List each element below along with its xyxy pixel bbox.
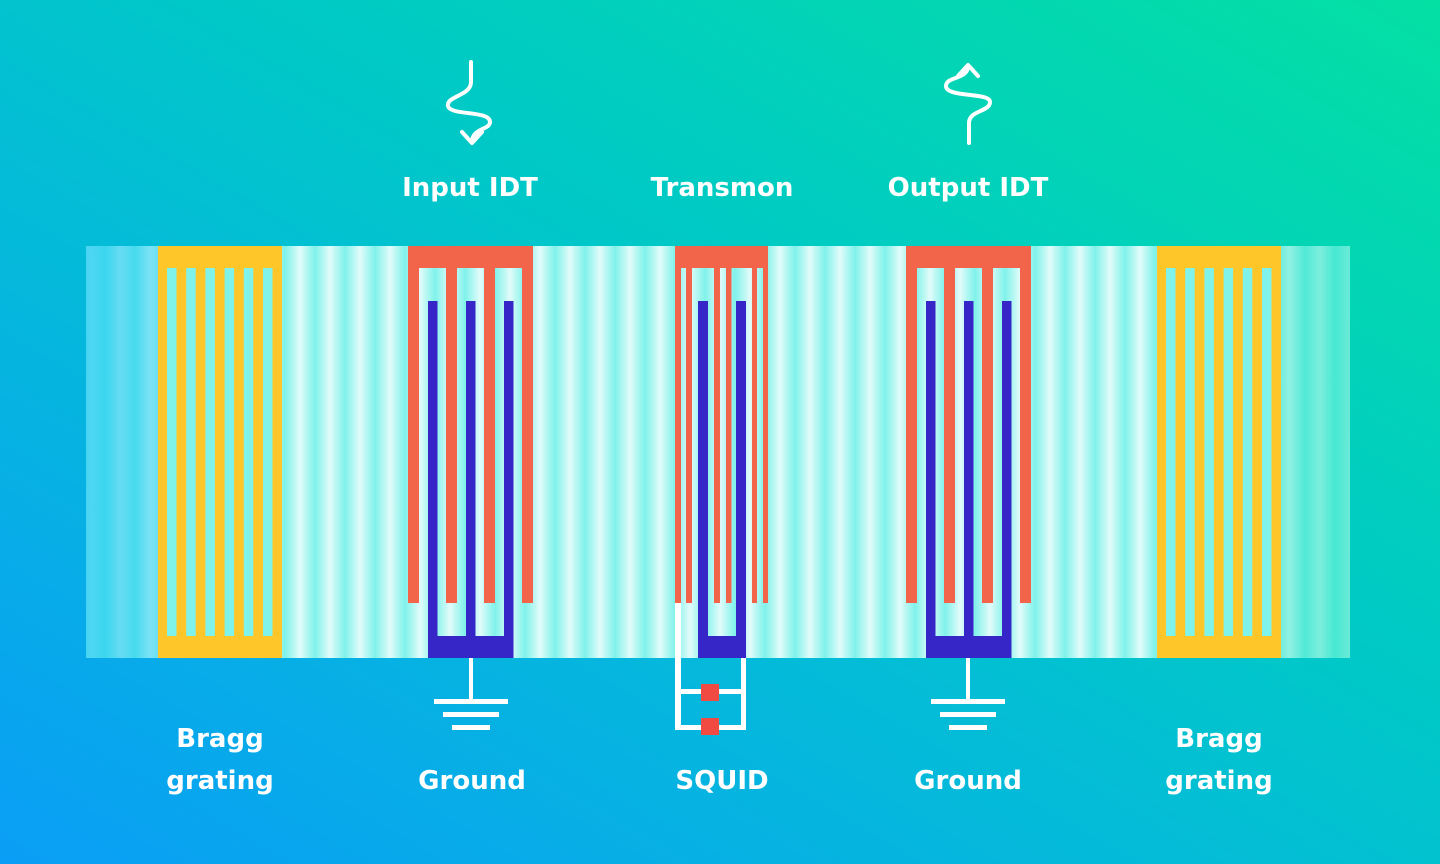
top-finger xyxy=(522,246,533,603)
bragg-grating-right xyxy=(1157,246,1281,658)
squid-label: SQUID xyxy=(675,766,769,796)
bottom-bus-bar xyxy=(926,636,1012,658)
bragg-slot xyxy=(167,268,177,636)
output-idt-label: Output IDT xyxy=(887,173,1049,203)
bragg-slot xyxy=(205,268,215,636)
bragg-slot xyxy=(1262,268,1272,636)
wavy-arrow-up-icon xyxy=(944,63,992,145)
bragg-slot xyxy=(1166,268,1176,636)
bottom-finger xyxy=(466,301,476,658)
top-finger xyxy=(763,246,768,603)
bottom-pad xyxy=(698,636,746,658)
ground-right-label: Ground xyxy=(914,766,1022,796)
bragg-frame xyxy=(1157,246,1281,658)
top-finger xyxy=(726,246,732,603)
top-pad xyxy=(675,246,768,268)
bottom-finger xyxy=(504,301,514,658)
top-finger xyxy=(484,246,495,603)
bragg-frame xyxy=(158,246,282,658)
bragg-right-label-line2: grating xyxy=(1165,766,1273,796)
top-finger xyxy=(714,246,720,603)
bottom-finger xyxy=(428,301,438,658)
ground-icon xyxy=(931,658,1005,730)
bottom-bus-bar xyxy=(428,636,514,658)
top-finger xyxy=(675,246,681,603)
bragg-slot xyxy=(1223,268,1234,636)
bragg-slot xyxy=(1242,268,1253,636)
transmon xyxy=(675,246,768,658)
squid-icon xyxy=(675,603,746,735)
top-finger xyxy=(408,246,419,603)
top-finger xyxy=(446,246,457,603)
transmon-label: Transmon xyxy=(650,173,794,203)
output-idt xyxy=(906,246,1031,658)
bottom-finger xyxy=(736,301,746,658)
bragg-left-label-line1: Bragg xyxy=(176,724,264,754)
josephson-junction-icon xyxy=(701,718,719,735)
bragg-slot xyxy=(224,268,235,636)
bragg-left-label: Bragg grating xyxy=(166,718,273,802)
bottom-finger xyxy=(698,301,708,658)
josephson-junction-icon xyxy=(701,684,719,701)
top-finger xyxy=(686,246,692,603)
bragg-slot xyxy=(1204,268,1214,636)
input-idt-label: Input IDT xyxy=(402,173,538,203)
top-finger xyxy=(944,246,955,603)
bragg-slot xyxy=(243,268,254,636)
bragg-slot xyxy=(186,268,196,636)
top-finger xyxy=(982,246,993,603)
bragg-slot xyxy=(263,268,273,636)
bragg-grating-left xyxy=(158,246,282,658)
bottom-finger xyxy=(964,301,974,658)
ground-icon xyxy=(434,658,508,730)
top-finger xyxy=(752,246,757,603)
wavy-arrow-down-icon xyxy=(446,60,492,145)
top-finger xyxy=(906,246,917,603)
bragg-right-label: Bragg grating xyxy=(1165,718,1272,802)
top-bus-bar xyxy=(408,246,533,268)
ground-left-label: Ground xyxy=(418,766,526,796)
top-finger xyxy=(1020,246,1031,603)
input-idt xyxy=(408,246,533,658)
bottom-finger xyxy=(926,301,936,658)
bragg-slot xyxy=(1185,268,1195,636)
bragg-left-label-line2: grating xyxy=(166,766,274,796)
bragg-right-label-line1: Bragg xyxy=(1175,724,1263,754)
top-bus-bar xyxy=(906,246,1031,268)
bottom-finger xyxy=(1002,301,1012,658)
